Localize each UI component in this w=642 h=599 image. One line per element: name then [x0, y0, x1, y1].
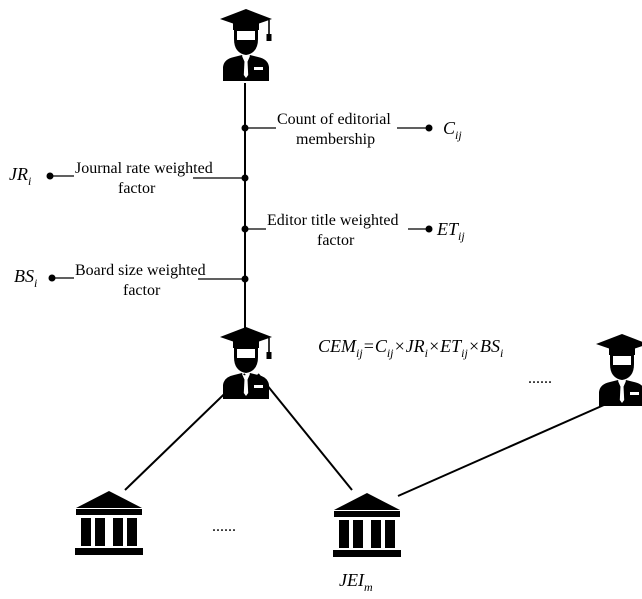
journal-rate-symbol: JRi: [9, 164, 31, 188]
board-size-symbol: BSi: [14, 266, 37, 290]
link-right-editor-institution: [397, 396, 623, 497]
ellipsis-institutions: ......: [212, 518, 236, 535]
editor-title-label-line2: factor: [317, 232, 355, 249]
journal-rate-label-line1: Journal rate weighted: [75, 160, 213, 177]
ellipsis-editors: ......: [528, 370, 552, 387]
editor-title-symbol-dot: [425, 225, 433, 233]
journal-rate-label-line2: factor: [118, 180, 156, 197]
editor-title-label-line1: Editor title weighted: [267, 212, 399, 229]
institution-left-icon: [75, 491, 143, 555]
board-size-label-line2: factor: [123, 282, 161, 299]
middle-editor-icon: [219, 326, 273, 400]
count-label-line2: membership: [296, 131, 375, 148]
board-size-symbol-dot: [48, 274, 56, 282]
cem-formula: CEMij=Cij×JRi×ETij×BSi: [318, 336, 503, 360]
right-editor-icon: [595, 333, 642, 407]
count-symbol-dot: [425, 124, 433, 132]
top-editor-icon: [219, 8, 273, 82]
editor-title-symbol: ETij: [436, 219, 465, 243]
board-size-label-line1: Board size weighted: [75, 262, 206, 279]
journal-rate-symbol-dot: [46, 172, 54, 180]
count-symbol: Cij: [443, 118, 462, 142]
institution-jei-icon: [333, 493, 401, 557]
count-label-line1: Count of editorial: [277, 111, 391, 128]
link-editor-institution-jei: [257, 373, 353, 491]
jei-label: JEIm: [339, 570, 373, 594]
